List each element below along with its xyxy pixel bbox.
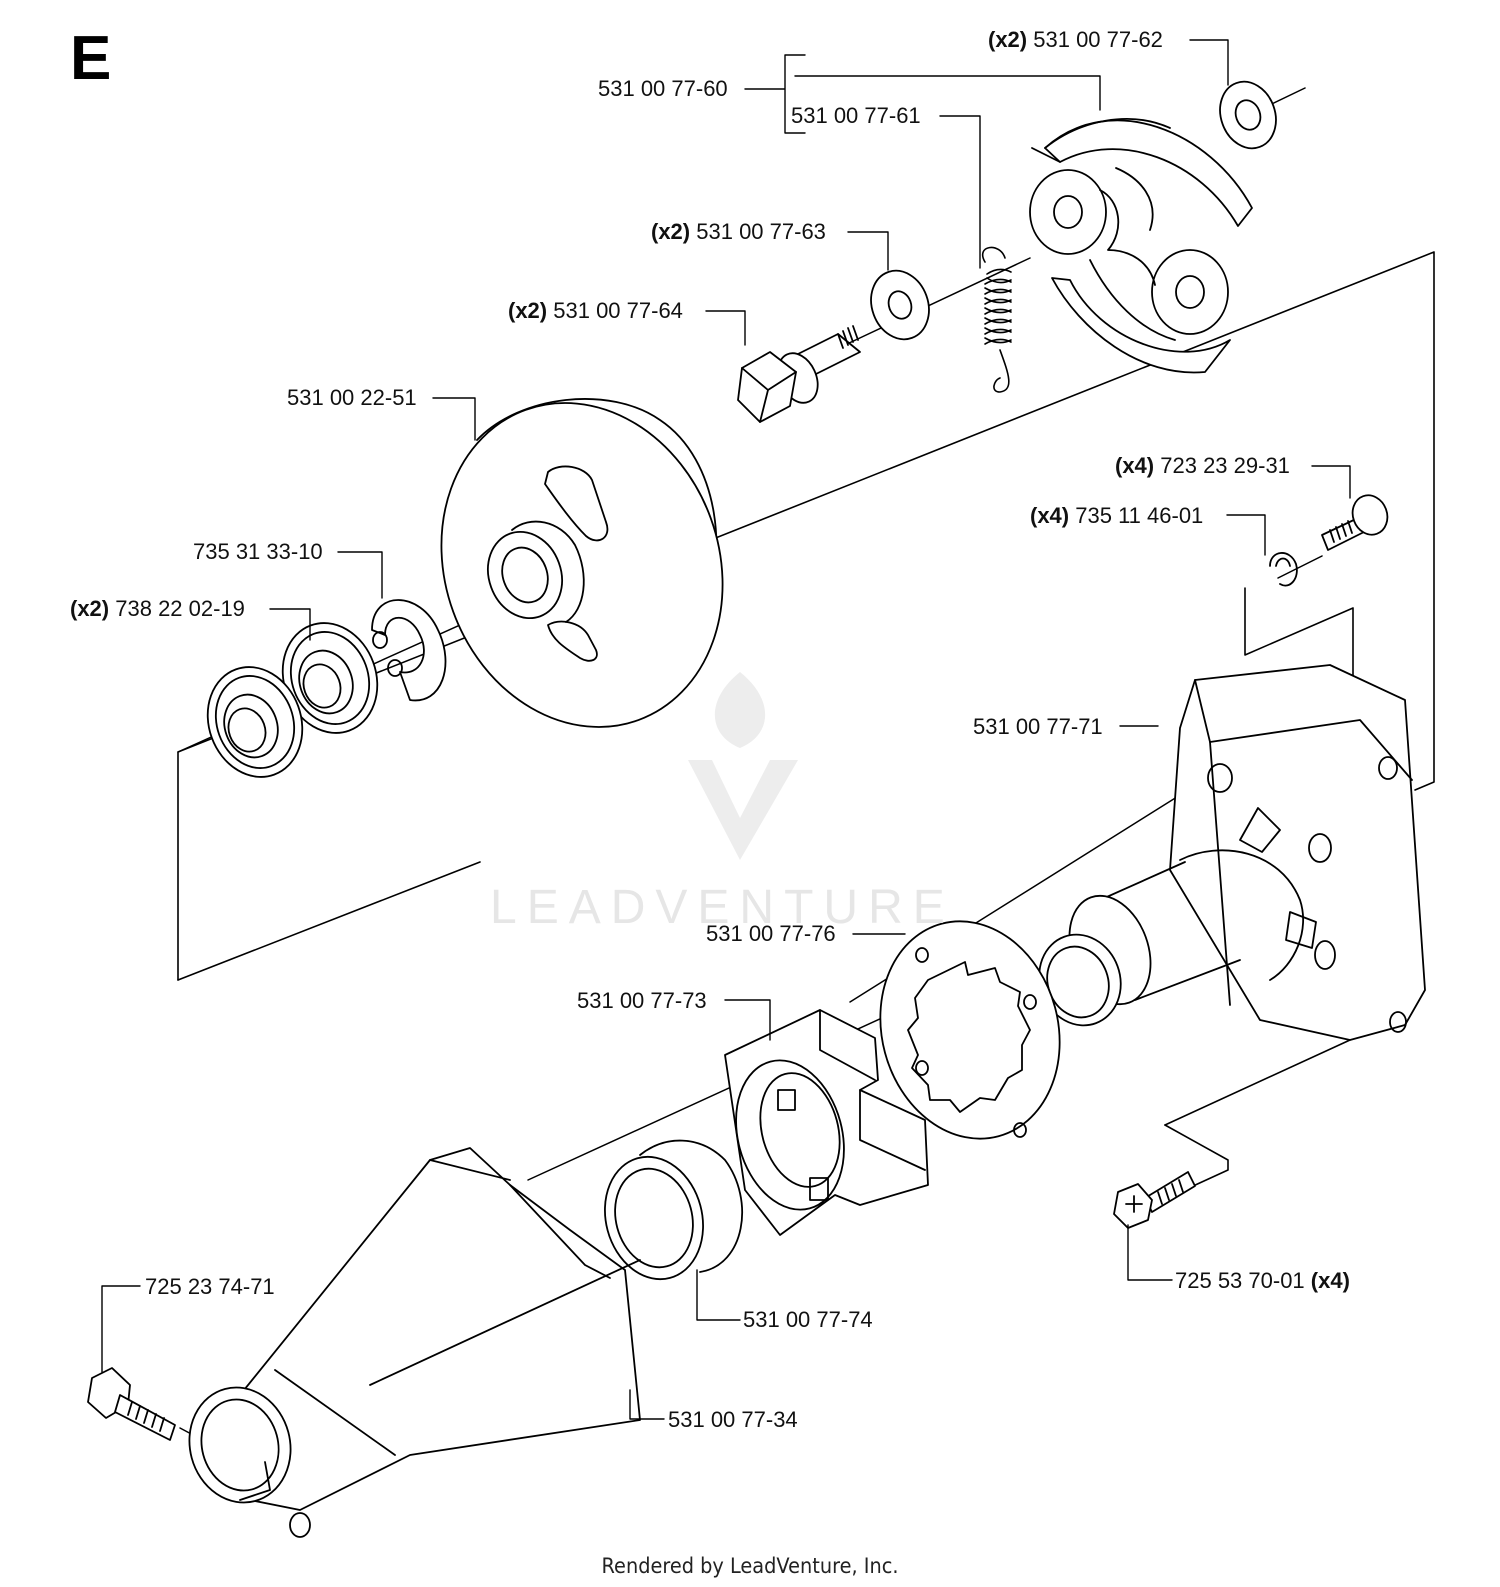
callout-735-11-46-01[interactable]: (x4) 735 11 46-01 bbox=[1030, 505, 1203, 527]
washer-77-62 bbox=[1219, 80, 1277, 150]
spring-77-61 bbox=[981, 246, 1012, 393]
callout-531-00-77-60[interactable]: 531 00 77-60 bbox=[598, 78, 728, 100]
callout-725-53-70-01[interactable]: 725 53 70-01 (x4) bbox=[1175, 1270, 1350, 1292]
quantity-label: (x2) bbox=[70, 596, 110, 621]
screw-29-31 bbox=[1321, 494, 1389, 551]
callout-531-00-77-64[interactable]: (x2) 531 00 77-64 bbox=[508, 300, 683, 322]
callout-725-23-74-71[interactable]: 725 23 74-71 bbox=[145, 1276, 275, 1298]
quantity-label: (x2) bbox=[651, 219, 691, 244]
callout-738-22-02-19[interactable]: (x2) 738 22 02-19 bbox=[70, 598, 245, 620]
callout-531-00-22-51[interactable]: 531 00 22-51 bbox=[287, 387, 417, 409]
render-credit-footer: Rendered by LeadVenture, Inc. bbox=[601, 1554, 899, 1578]
callout-531-00-77-34[interactable]: 531 00 77-34 bbox=[668, 1409, 798, 1431]
screw-70-01 bbox=[1113, 1171, 1196, 1229]
part-number: 735 31 33-10 bbox=[193, 539, 323, 564]
part-number: 531 00 77-61 bbox=[791, 103, 921, 128]
callout-531-00-77-63[interactable]: (x2) 531 00 77-63 bbox=[651, 221, 826, 243]
axis-lines bbox=[177, 87, 1323, 1437]
housing-77-71 bbox=[1038, 664, 1426, 1041]
callout-531-00-77-74[interactable]: 531 00 77-74 bbox=[743, 1309, 873, 1331]
bearing-02-19-a bbox=[281, 622, 379, 734]
callout-735-31-33-10[interactable]: 735 31 33-10 bbox=[193, 541, 323, 563]
tube-housing-77-34 bbox=[188, 1147, 641, 1538]
part-number: 531 00 77-64 bbox=[553, 298, 683, 323]
part-number: 531 00 77-63 bbox=[696, 219, 826, 244]
callout-531-00-77-61[interactable]: 531 00 77-61 bbox=[791, 105, 921, 127]
part-number: 531 00 77-60 bbox=[598, 76, 728, 101]
callout-531-00-77-71[interactable]: 531 00 77-71 bbox=[973, 716, 1103, 738]
bushing-77-74 bbox=[604, 1139, 744, 1281]
bearing-02-19-b bbox=[206, 666, 304, 778]
coupling-77-73 bbox=[724, 1009, 929, 1236]
callout-723-23-29-31[interactable]: (x4) 723 23 29-31 bbox=[1115, 455, 1290, 477]
part-number: 723 23 29-31 bbox=[1160, 453, 1290, 478]
quantity-label: (x4) bbox=[1310, 1268, 1350, 1293]
part-number: 531 00 22-51 bbox=[287, 385, 417, 410]
washer-77-63 bbox=[870, 269, 930, 341]
quantity-label: (x4) bbox=[1115, 453, 1155, 478]
bolt-74-71 bbox=[87, 1367, 176, 1441]
bolt-77-64 bbox=[737, 325, 861, 423]
quantity-label: (x2) bbox=[988, 27, 1028, 52]
part-number: 531 00 77-76 bbox=[706, 921, 836, 946]
callout-531-00-77-73[interactable]: 531 00 77-73 bbox=[577, 990, 707, 1012]
quantity-label: (x4) bbox=[1030, 503, 1070, 528]
lockwasher-46-01 bbox=[1269, 552, 1298, 587]
leader-lines bbox=[101, 39, 1351, 1420]
part-number: 725 53 70-01 bbox=[1175, 1268, 1305, 1293]
quantity-label: (x2) bbox=[508, 298, 548, 323]
watermark-text: LEADVENTURE bbox=[490, 881, 955, 934]
part-number: 531 00 77-73 bbox=[577, 988, 707, 1013]
part-number: 531 00 77-71 bbox=[973, 714, 1103, 739]
section-label: E bbox=[70, 24, 112, 93]
callout-531-00-77-76[interactable]: 531 00 77-76 bbox=[706, 923, 836, 945]
clutch-drum-22-51 bbox=[440, 398, 724, 728]
assembly-frame-lines bbox=[177, 251, 1435, 1193]
part-number: 531 00 77-34 bbox=[668, 1407, 798, 1432]
part-number: 735 11 46-01 bbox=[1075, 503, 1204, 528]
circlip-33-10 bbox=[371, 599, 447, 702]
plate-77-76 bbox=[879, 920, 1061, 1140]
watermark-logo bbox=[688, 672, 798, 860]
part-number: 531 00 77-62 bbox=[1033, 27, 1163, 52]
clutch-assembly bbox=[1029, 118, 1253, 374]
callout-531-00-77-62[interactable]: (x2) 531 00 77-62 bbox=[988, 29, 1163, 51]
part-number: 531 00 77-74 bbox=[743, 1307, 873, 1332]
part-number: 725 23 74-71 bbox=[145, 1274, 275, 1299]
part-number: 738 22 02-19 bbox=[115, 596, 245, 621]
